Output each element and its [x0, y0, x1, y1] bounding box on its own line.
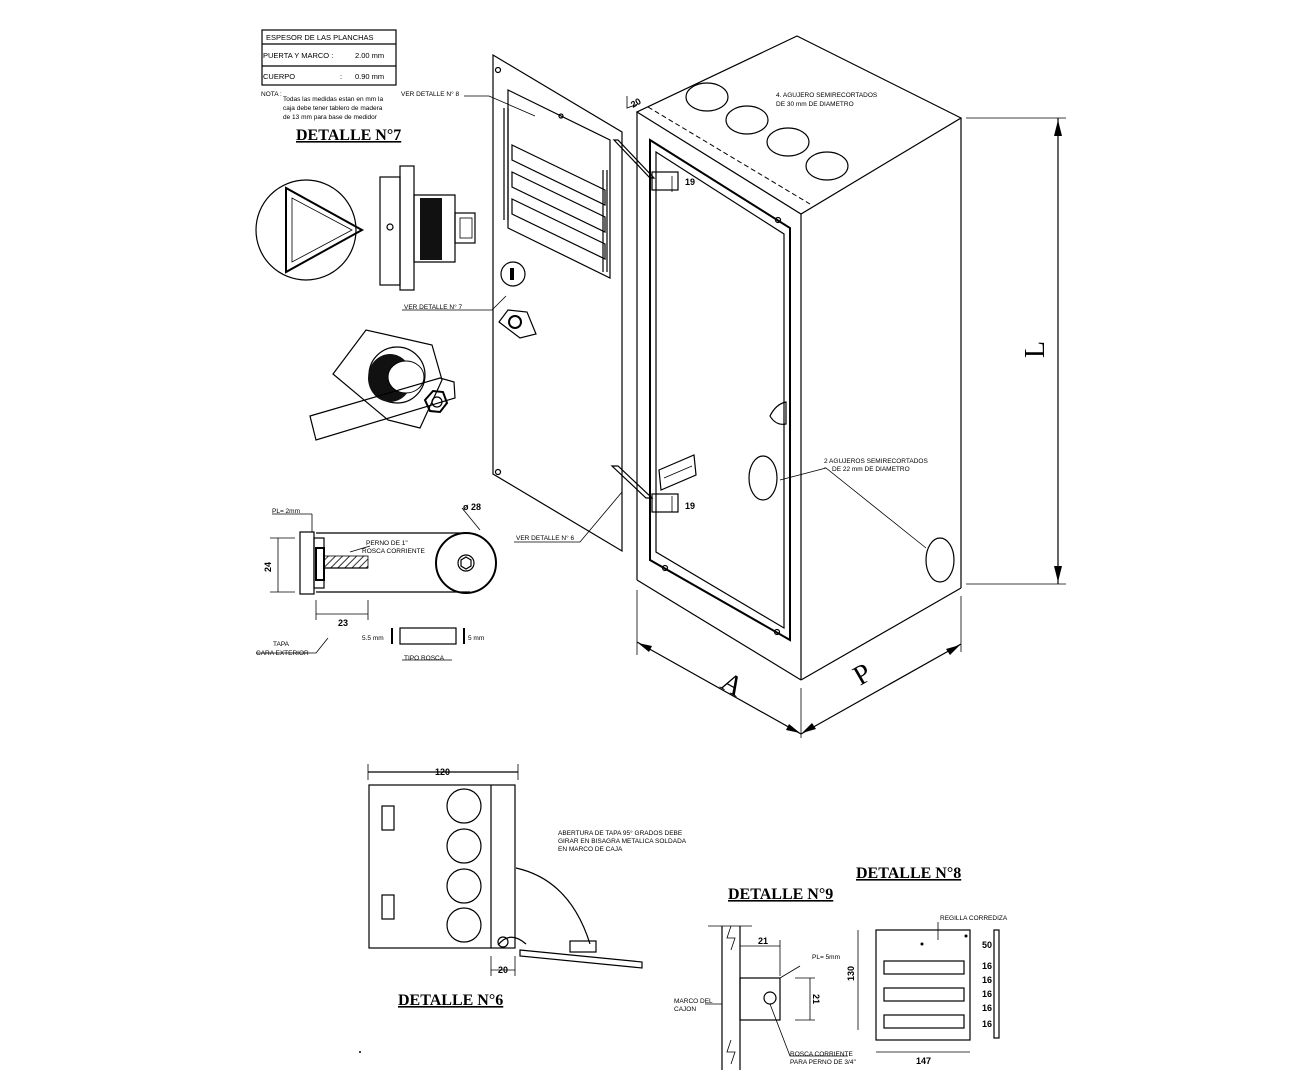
d8-dim-50: 50 [982, 940, 992, 950]
d9-dim-21-side: 21 [811, 994, 821, 1004]
dim-20: 20 [629, 96, 643, 110]
detail-6-title: DETALLE N°6 [398, 992, 503, 1009]
detail-7-drawing [255, 165, 476, 441]
table-row1-value: 2.00 mm [355, 51, 384, 60]
d6-dim-120: 120 [435, 767, 450, 777]
d6-note-1: ABERTURA DE TAPA 95° GRADOS DEBE [558, 829, 683, 837]
leader-lines [402, 95, 927, 549]
d9-rosca-1: ROSCA CORRIENTE [790, 1051, 854, 1058]
d8-dim-16-d: 16 [982, 1003, 992, 1013]
table-row2-label: CUERPO [263, 72, 295, 81]
table-row2-sep: : [340, 72, 342, 81]
table-row2-value: 0.90 mm [355, 72, 384, 81]
note-line1: Todas las medidas estan en mm la [283, 96, 383, 103]
d9-pl: PL= 5mm [812, 954, 840, 961]
ref-detail-7: VER DETALLE N° 7 [404, 303, 462, 311]
ref-detail-6: VER DETALLE N° 6 [516, 534, 574, 542]
thickness-table: ESPESOR DE LAS PLANCHAS PUERTA Y MARCO :… [261, 29, 397, 86]
d9-marco-2: CAJON [674, 1006, 696, 1013]
top-holes-line1: 4. AGUJERO SEMIRECORTADOS [776, 92, 878, 99]
detail-8-title: DETALLE N°8 [856, 865, 961, 882]
note-line2: caja debe tener tablero de madera [283, 105, 383, 112]
box-dimensions [626, 96, 1066, 738]
dim-A: A [716, 666, 750, 703]
d6-note-2: GIRAR EN BISAGRA METALICA SOLDADA [558, 838, 687, 845]
detail-8-drawing [857, 922, 1000, 1053]
d8-dim-16-b: 16 [982, 975, 992, 985]
thread-dim-55: 5.5 mm [362, 635, 384, 642]
d9-marco-1: MARCO DEL [674, 998, 713, 1005]
detail-7-title: DETALLE N°7 [296, 127, 401, 144]
detail-9-title: DETALLE N°9 [728, 886, 833, 903]
d9-dim-21-top: 21 [758, 936, 768, 946]
thread-type: TIPO ROSCA [404, 655, 445, 662]
bolt-perno: PERNO DE 1" [366, 540, 408, 547]
d8-dim-16-c: 16 [982, 989, 992, 999]
table-title: ESPESOR DE LAS PLANCHAS [266, 33, 374, 42]
d8-dim-130: 130 [846, 966, 856, 981]
d6-note-3: EN MARCO DE CAJA [558, 846, 623, 853]
ref-detail-8: VER DETALLE N° 8 [401, 90, 459, 98]
top-holes-line2: DE 30 mm DE DIAMETRO [776, 101, 854, 108]
side-holes-line1: 2 AGUJEROS SEMIRECORTADOS [824, 458, 928, 465]
bolt-pl: PL= 2mm [272, 508, 300, 515]
d6-dim-20: 20 [498, 965, 508, 975]
bolt-diameter: ø 28 [463, 502, 481, 512]
dim-19-bottom: 19 [685, 501, 695, 511]
bolt-tapa: TAPA [273, 641, 290, 648]
bolt-dim-24: 24 [263, 562, 273, 572]
box-body [635, 35, 963, 681]
d8-dim-16-e: 16 [982, 1019, 992, 1029]
bolt-dim-23: 23 [338, 618, 348, 628]
d8-rejilla: REGILLA CORREDIZA [940, 915, 1008, 922]
detail-9-drawing [705, 925, 848, 1070]
d8-dim-16-a: 16 [982, 961, 992, 971]
dim-L: L [1020, 341, 1051, 358]
bolt-cara: CARA EXTERIOR [256, 650, 309, 657]
bolt-detail-drawing [256, 507, 497, 661]
note-line3: de 13 mm para base de medidor [283, 114, 378, 121]
dim-P: P [848, 657, 877, 692]
dim-19-top: 19 [685, 177, 695, 187]
d8-dim-147: 147 [916, 1056, 931, 1066]
detail-6-drawing [367, 764, 643, 976]
table-row1-label: PUERTA Y MARCO : [263, 51, 333, 60]
note: NOTA : Todas las medidas estan en mm la … [261, 91, 383, 121]
door-panel [492, 53, 656, 553]
side-holes-line2: DE 22 mm DE DIAMETRO [832, 466, 910, 473]
note-label: NOTA : [261, 91, 282, 98]
bolt-rosca: ROSCA CORRIENTE [362, 548, 426, 555]
thread-dim-5: 5 mm [468, 635, 484, 642]
d9-rosca-2: PARA PERNO DE 3/4" [790, 1059, 856, 1066]
